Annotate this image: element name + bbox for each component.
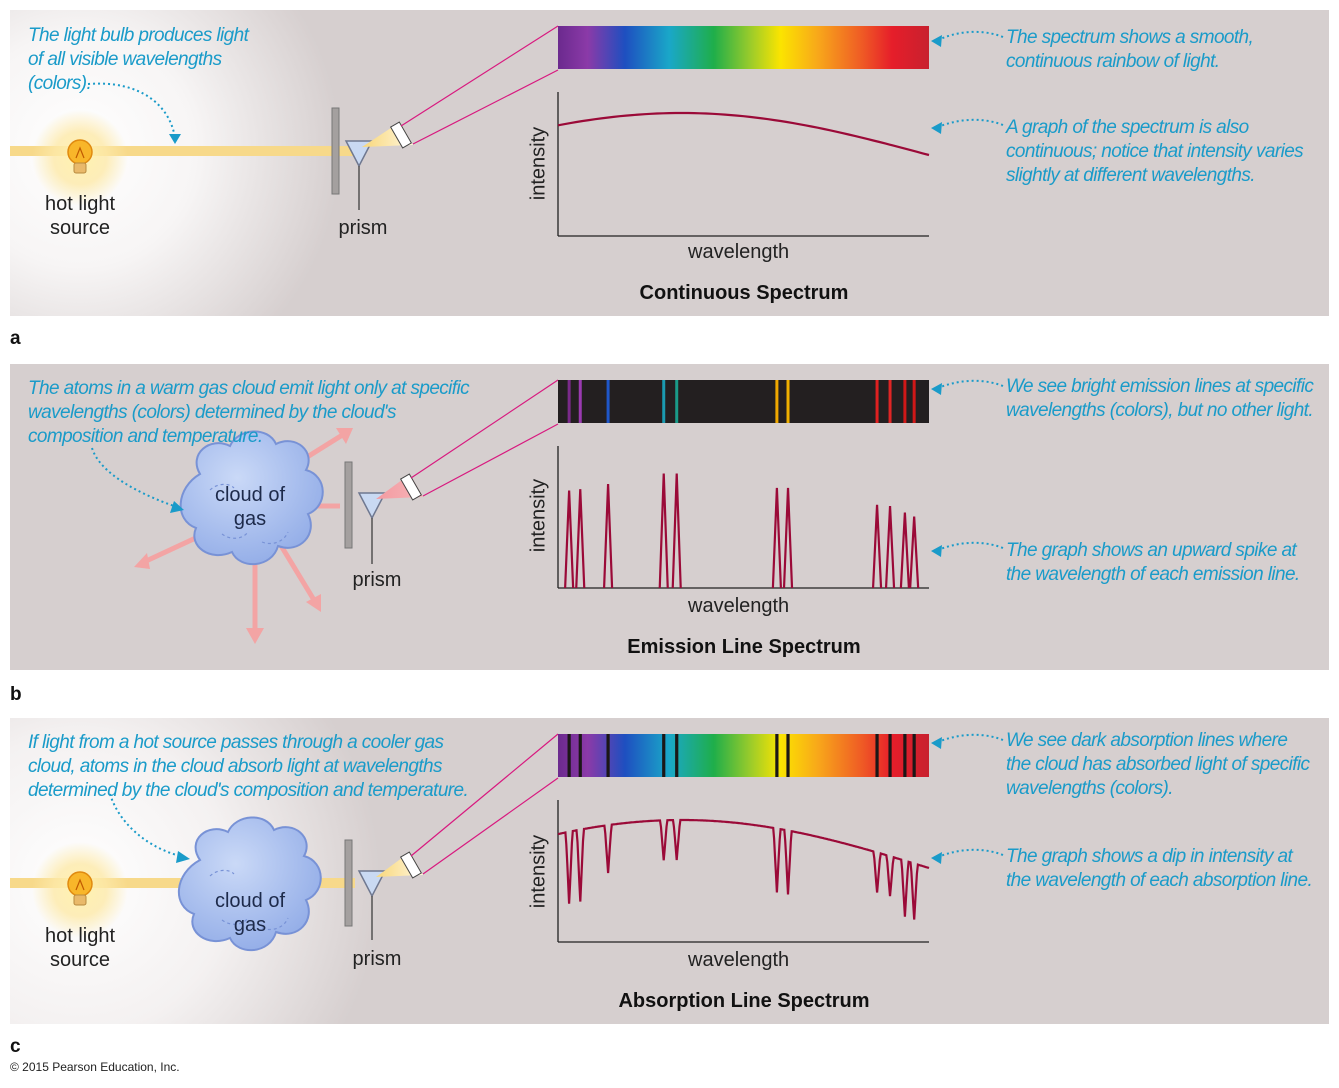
absorption-line <box>578 734 582 777</box>
prism-label: prism <box>352 948 402 970</box>
emission-cloud-note: The atoms in a warm gas cloud emit light… <box>28 378 470 447</box>
x-axis-label: wavelength <box>688 241 790 263</box>
slit <box>344 461 353 549</box>
continuous-intensity-curve <box>557 111 930 157</box>
absorption-line <box>662 734 666 777</box>
prism <box>344 140 374 168</box>
emission-line <box>775 380 779 423</box>
emission-line <box>675 380 679 423</box>
panel-letter-a: a <box>10 328 21 349</box>
absorption-line <box>675 734 679 777</box>
emission-line <box>875 380 879 423</box>
x-axis-label: wavelength <box>688 595 790 617</box>
emission-spectrum-diagram <box>91 379 1004 644</box>
y-axis-label: intensity <box>527 478 550 553</box>
x-axis-label: wavelength <box>688 949 790 971</box>
absorption-lines <box>567 734 916 777</box>
emission-line <box>578 380 582 423</box>
panel-title: Emission Line Spectrum <box>627 636 861 658</box>
emission-spike-graph <box>564 473 920 589</box>
emission-line <box>786 380 790 423</box>
absorption-line <box>875 734 879 777</box>
emission-spike <box>658 473 669 589</box>
slit <box>344 839 353 927</box>
absorption-cloud-note: If light from a hot source passes throug… <box>28 732 469 801</box>
emission-spike <box>564 490 575 589</box>
panel-letter-b: b <box>10 684 22 705</box>
absorption-lines-note: We see dark absorption lines where the c… <box>1006 730 1310 799</box>
graph-note: A graph of the spectrum is also continuo… <box>1006 117 1304 186</box>
emission-lines <box>567 380 916 423</box>
spike-note: The graph shows an upward spike at the w… <box>1006 540 1300 585</box>
gas-cloud <box>178 816 322 952</box>
absorption-line <box>888 734 892 777</box>
emission-spike <box>771 487 782 589</box>
panel-letter-c: c <box>10 1036 21 1057</box>
slit <box>331 107 340 195</box>
emission-line <box>912 380 916 423</box>
emission-spike <box>602 483 614 589</box>
absorption-spectrum-panel: If light from a hot source passes throug… <box>10 718 1329 1024</box>
panel-title: Continuous Spectrum <box>639 282 849 304</box>
copyright: © 2015 Pearson Education, Inc. <box>10 1060 180 1074</box>
panel-title: Absorption Line Spectrum <box>618 990 870 1012</box>
y-axis-label: intensity <box>527 126 550 201</box>
emission-spike <box>909 516 920 589</box>
prism-label: prism <box>352 569 402 591</box>
light-bulb-icon <box>67 871 93 906</box>
y-axis-label: intensity <box>527 834 550 909</box>
emission-lines-note: We see bright emission lines at specific… <box>1006 376 1314 421</box>
emission-arrows <box>134 428 353 644</box>
emission-line <box>662 380 666 423</box>
emission-spike <box>899 512 910 589</box>
emission-spike <box>671 473 682 589</box>
emission-spike <box>575 489 586 589</box>
light-bulb-icon <box>67 139 93 174</box>
emission-line <box>903 380 907 423</box>
continuous-spectrum-diagram <box>10 10 1004 316</box>
absorption-line <box>606 734 610 777</box>
absorption-spectrum-diagram <box>10 718 1004 1024</box>
emission-line <box>606 380 610 423</box>
absorption-line <box>567 734 571 777</box>
prism <box>357 492 387 520</box>
absorption-line <box>912 734 916 777</box>
emission-spectrum-panel: The atoms in a warm gas cloud emit light… <box>10 364 1329 670</box>
spectrum-note: The spectrum shows a smooth, continuous … <box>1006 27 1254 72</box>
prism <box>357 870 387 898</box>
cloud-label: cloud of gas <box>214 890 286 936</box>
emission-spike <box>782 487 794 589</box>
emission-spike <box>884 506 896 589</box>
emission-line <box>567 380 571 423</box>
light-beam <box>10 146 355 156</box>
bulb-note: The light bulb produces light of all vis… <box>28 25 249 94</box>
gas-cloud <box>179 430 324 566</box>
continuous-spectrum-panel: The light bulb produces light of all vis… <box>10 10 1329 316</box>
cloud-label: cloud of gas <box>214 484 286 530</box>
hot-light-source-label: hot light source <box>44 925 116 971</box>
absorption-line <box>775 734 779 777</box>
hot-light-source-label: hot light source <box>44 193 116 239</box>
emission-line <box>888 380 892 423</box>
absorption-spectrum-bar <box>558 734 929 777</box>
continuous-spectrum-bar <box>558 26 929 69</box>
absorption-intensity-curve <box>557 818 930 920</box>
dip-note: The graph shows a dip in intensity at th… <box>1006 846 1313 891</box>
emission-spectrum-bar <box>558 380 929 423</box>
absorption-line <box>903 734 907 777</box>
absorption-line <box>786 734 790 777</box>
prism-label: prism <box>338 217 388 239</box>
emission-spike <box>871 504 883 589</box>
